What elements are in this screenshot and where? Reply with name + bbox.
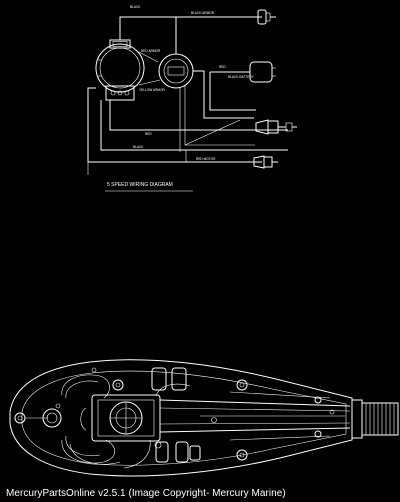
label-black-battery: BLACK BATTERY xyxy=(228,75,255,79)
label-red-armor: RED ARMOR xyxy=(141,49,161,53)
connectors xyxy=(249,9,297,169)
label-red-lower: RED xyxy=(145,132,152,136)
nose-fastener xyxy=(14,412,48,424)
label-black-lower: BLACK xyxy=(133,145,144,149)
shaft-collar xyxy=(351,399,363,439)
shaft-rails xyxy=(159,391,351,441)
label-yellow-armor: YELLOW ARMOR xyxy=(139,88,166,92)
part-callouts xyxy=(55,367,335,449)
switch-assembly xyxy=(91,367,201,463)
motor-symbol xyxy=(95,39,145,101)
label-black-armor: BLACK ARMOR xyxy=(191,11,215,15)
speed-switch-symbol xyxy=(158,53,194,89)
label-black-top: BLACK xyxy=(130,5,141,9)
label-red-motor: RED MOTOR xyxy=(196,157,216,161)
diagram-title: 5 SPEED WIRING DIAGRAM xyxy=(107,182,173,188)
wiring-diagram: BLACK BLACK ARMOR RED ARMOR YELLOW ARMOR… xyxy=(87,5,297,192)
copyright-caption: MercuryPartsOnline v2.5.1 (Image Copyrig… xyxy=(6,488,286,499)
mount-bosses xyxy=(42,379,322,461)
threaded-shaft xyxy=(361,402,399,436)
wires xyxy=(87,16,288,175)
label-red-switch: RED xyxy=(219,65,226,69)
wire-labels: BLACK BLACK ARMOR RED ARMOR YELLOW ARMOR… xyxy=(130,5,255,161)
motor-housing-drawing xyxy=(9,359,399,477)
